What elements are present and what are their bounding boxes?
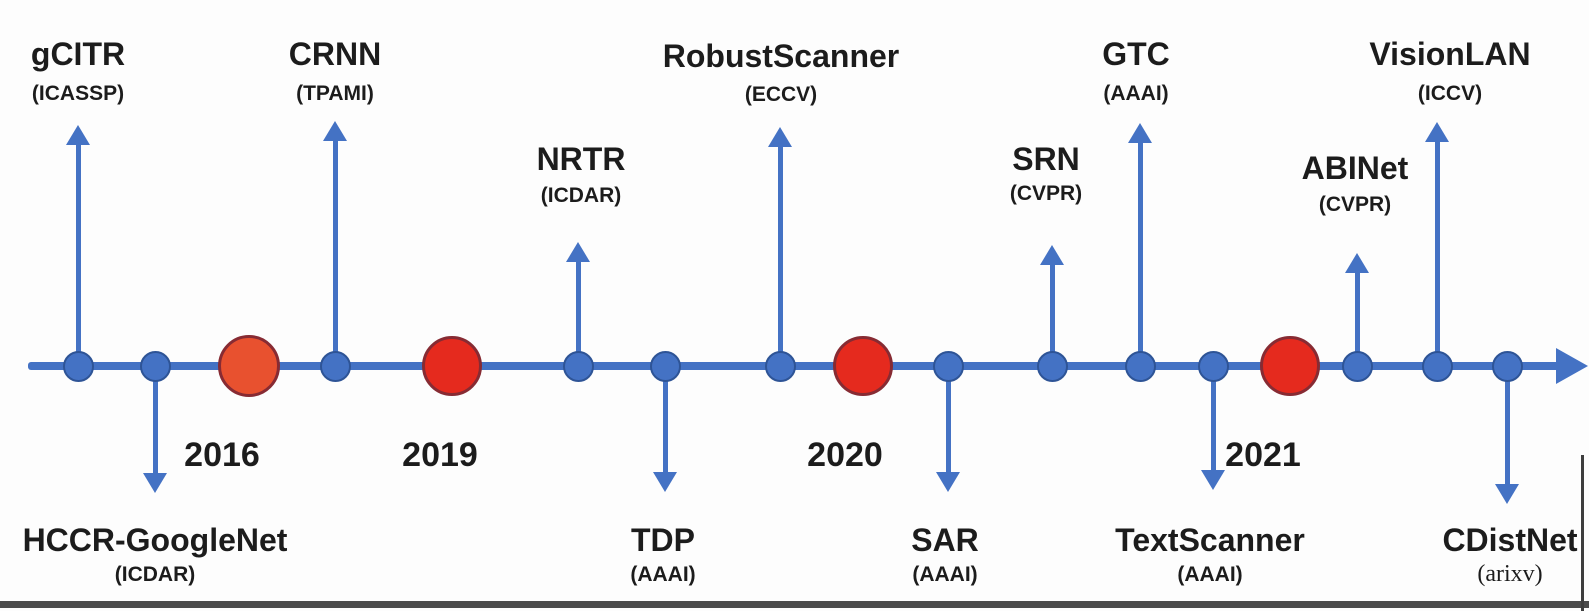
event-arrow-up-icon — [1345, 253, 1369, 273]
event-venue-label: (ICDAR) — [114, 563, 196, 586]
year-label: 2020 — [807, 436, 883, 474]
event-arrow-shaft — [662, 366, 668, 474]
event-venue-label: (AAAI) — [630, 563, 696, 586]
year-label: 2019 — [402, 436, 478, 474]
event-node — [62, 350, 94, 382]
event-arrow-up-icon — [566, 242, 590, 262]
event-venue-label: (AAAI) — [1103, 82, 1169, 105]
event-arrow-up-icon — [1040, 245, 1064, 265]
event-venue-label: (TPAMI) — [296, 82, 374, 105]
event-arrow-shaft — [1049, 263, 1055, 366]
event-arrow-shaft — [1354, 271, 1360, 366]
event-arrow-up-icon — [768, 127, 792, 147]
year-marker — [218, 335, 280, 397]
bottom-frame-line — [0, 601, 1589, 608]
event-name-label: CDistNet — [1442, 522, 1578, 558]
event-venue-label: (ECCV) — [744, 83, 818, 106]
event-name-label: HCCR-GoogleNet — [22, 522, 288, 558]
event-node — [139, 350, 171, 382]
event-node — [1197, 350, 1229, 382]
event-arrow-shaft — [1434, 140, 1440, 366]
event-node — [1491, 350, 1523, 382]
event-arrow-shaft — [332, 139, 338, 366]
event-arrow-down-icon — [653, 472, 677, 492]
year-label: 2016 — [184, 436, 260, 474]
event-node — [1036, 350, 1068, 382]
event-node — [319, 350, 351, 382]
event-node — [1124, 350, 1156, 382]
event-name-label: ABINet — [1301, 150, 1409, 186]
event-arrow-up-icon — [1128, 123, 1152, 143]
event-arrow-shaft — [575, 260, 581, 366]
event-venue-label: (AAAI) — [1177, 563, 1243, 586]
event-venue-label: (arixv) — [1477, 561, 1543, 587]
event-venue-label: (CVPR) — [1318, 193, 1392, 216]
event-arrow-down-icon — [1495, 484, 1519, 504]
event-node — [649, 350, 681, 382]
event-arrow-shaft — [1504, 366, 1510, 486]
event-arrow-up-icon — [323, 121, 347, 141]
event-node — [1421, 350, 1453, 382]
event-arrow-shaft — [1137, 141, 1143, 366]
right-frame-line — [1581, 455, 1584, 611]
event-name-label: VisionLAN — [1369, 36, 1531, 72]
year-marker — [1260, 336, 1320, 396]
event-arrow-shaft — [945, 366, 951, 474]
event-arrow-shaft — [75, 143, 81, 366]
event-arrow-down-icon — [143, 473, 167, 493]
event-node — [764, 350, 796, 382]
event-arrow-up-icon — [66, 125, 90, 145]
year-marker — [833, 336, 893, 396]
event-arrow-shaft — [152, 366, 158, 475]
year-label: 2021 — [1225, 436, 1301, 474]
event-venue-label: (ICCV) — [1417, 82, 1483, 105]
event-name-label: TextScanner — [1115, 522, 1305, 558]
event-arrow-shaft — [1210, 366, 1216, 472]
event-name-label: TDP — [631, 522, 695, 558]
event-node — [932, 350, 964, 382]
event-name-label: gCITR — [30, 36, 126, 72]
event-name-label: CRNN — [288, 36, 382, 72]
event-arrow-up-icon — [1425, 122, 1449, 142]
event-venue-label: (AAAI) — [912, 563, 978, 586]
event-name-label: SRN — [1012, 141, 1080, 177]
event-node — [562, 350, 594, 382]
event-arrow-down-icon — [936, 472, 960, 492]
event-arrow-down-icon — [1201, 470, 1225, 490]
event-name-label: RobustScanner — [662, 38, 900, 74]
year-marker — [422, 336, 482, 396]
event-venue-label: (ICDAR) — [540, 184, 622, 207]
event-name-label: GTC — [1102, 36, 1170, 72]
event-venue-label: (CVPR) — [1009, 182, 1083, 205]
event-name-label: SAR — [911, 522, 979, 558]
timeline-arrowhead-icon — [1556, 348, 1588, 384]
event-name-label: NRTR — [536, 141, 626, 177]
event-node — [1341, 350, 1373, 382]
event-venue-label: (ICASSP) — [31, 82, 125, 105]
event-arrow-shaft — [777, 145, 783, 366]
